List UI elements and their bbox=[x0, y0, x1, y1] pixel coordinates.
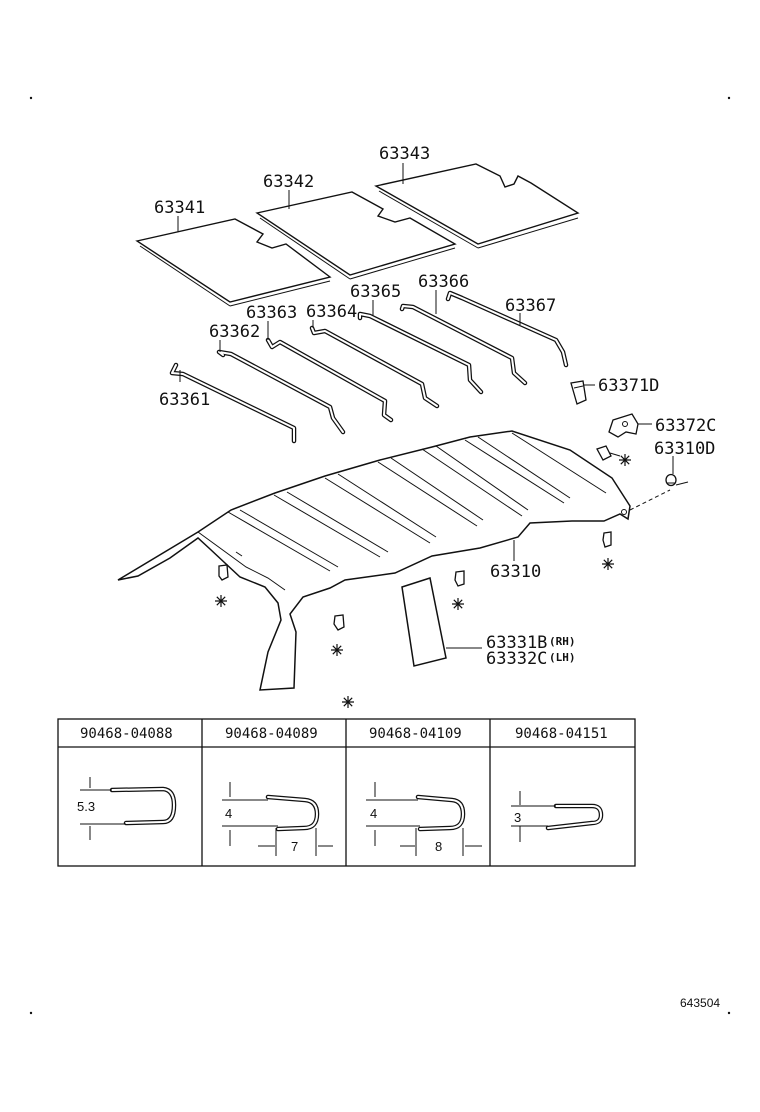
clip-drawing-1: 5.3 bbox=[77, 777, 177, 840]
insulator-pads bbox=[135, 163, 580, 307]
bow-63361 bbox=[169, 362, 297, 444]
clip-63371d bbox=[570, 380, 587, 405]
dim-height-1: 5.3 bbox=[77, 799, 95, 814]
callout-63331: 63331B bbox=[486, 633, 547, 653]
star-mark bbox=[215, 595, 227, 607]
table-header-3: 90468-04109 bbox=[369, 726, 462, 742]
callout-labels: 63343 63342 63341 63366 63365 63367 6336… bbox=[154, 144, 716, 669]
clip-a bbox=[218, 564, 229, 581]
clip-b bbox=[333, 614, 345, 631]
dim-height-2: 4 bbox=[225, 806, 232, 821]
callout-63310d: 63310D bbox=[654, 439, 715, 459]
asterisk-marks bbox=[215, 454, 631, 708]
clip-drawing-4: 3 bbox=[511, 791, 604, 842]
callout-63331-suffix: (RH) bbox=[549, 635, 576, 648]
pad-63341 bbox=[135, 218, 332, 303]
callout-63371d: 63371D bbox=[598, 376, 659, 396]
bow-63365 bbox=[357, 311, 484, 395]
callout-63332: 63332C bbox=[486, 649, 547, 669]
pad-63343 bbox=[374, 163, 580, 245]
scan-specks bbox=[29, 96, 731, 1015]
callout-63341: 63341 bbox=[154, 198, 205, 218]
headlining-63310 bbox=[117, 430, 631, 691]
bow-63363 bbox=[265, 337, 394, 423]
callout-63365: 63365 bbox=[350, 282, 401, 302]
small-hardware bbox=[218, 380, 677, 631]
bow-63366 bbox=[399, 303, 528, 386]
star-mark bbox=[619, 454, 631, 466]
callout-63363: 63363 bbox=[246, 303, 297, 323]
clip-near-63310d bbox=[596, 445, 612, 461]
leader-lines bbox=[177, 163, 689, 649]
bow-63367 bbox=[445, 290, 569, 368]
callout-63361: 63361 bbox=[159, 390, 210, 410]
callout-63342: 63342 bbox=[263, 172, 314, 192]
dim-width-3: 8 bbox=[435, 839, 442, 854]
star-mark bbox=[342, 696, 354, 708]
roof-bows bbox=[169, 290, 569, 444]
callout-63332-suffix: (LH) bbox=[549, 651, 576, 664]
callout-63372c: 63372C bbox=[655, 416, 716, 436]
fastener-table: 90468-04088 90468-04089 90468-04109 9046… bbox=[57, 718, 636, 867]
dim-height-3: 4 bbox=[370, 806, 377, 821]
table-header-2: 90468-04089 bbox=[225, 726, 318, 742]
pad-63342 bbox=[255, 191, 457, 276]
callout-63364: 63364 bbox=[306, 302, 357, 322]
table-header-4: 90468-04151 bbox=[515, 726, 608, 742]
figure-number: 643504 bbox=[680, 996, 720, 1010]
pillar-garnish bbox=[401, 577, 447, 667]
star-mark bbox=[452, 598, 464, 610]
clip-d bbox=[602, 531, 612, 548]
callout-63366: 63366 bbox=[418, 272, 469, 292]
clip-drawing-3: 4 8 bbox=[366, 782, 482, 856]
star-mark bbox=[602, 558, 614, 570]
dim-height-4: 3 bbox=[514, 810, 521, 825]
callout-63310: 63310 bbox=[490, 562, 541, 582]
clip-drawing-2: 4 7 bbox=[222, 782, 333, 856]
bow-63362 bbox=[216, 349, 346, 435]
callout-63343: 63343 bbox=[379, 144, 430, 164]
callout-63362: 63362 bbox=[209, 322, 260, 342]
bow-63364 bbox=[309, 325, 440, 409]
star-mark bbox=[331, 644, 343, 656]
callout-63367: 63367 bbox=[505, 296, 556, 316]
clip-c bbox=[454, 570, 465, 587]
bracket-63372c bbox=[608, 413, 639, 438]
headlining-ribs bbox=[227, 432, 607, 572]
dim-width-2: 7 bbox=[291, 839, 298, 854]
fastener-63310d bbox=[665, 473, 677, 487]
table-header-1: 90468-04088 bbox=[80, 726, 173, 742]
